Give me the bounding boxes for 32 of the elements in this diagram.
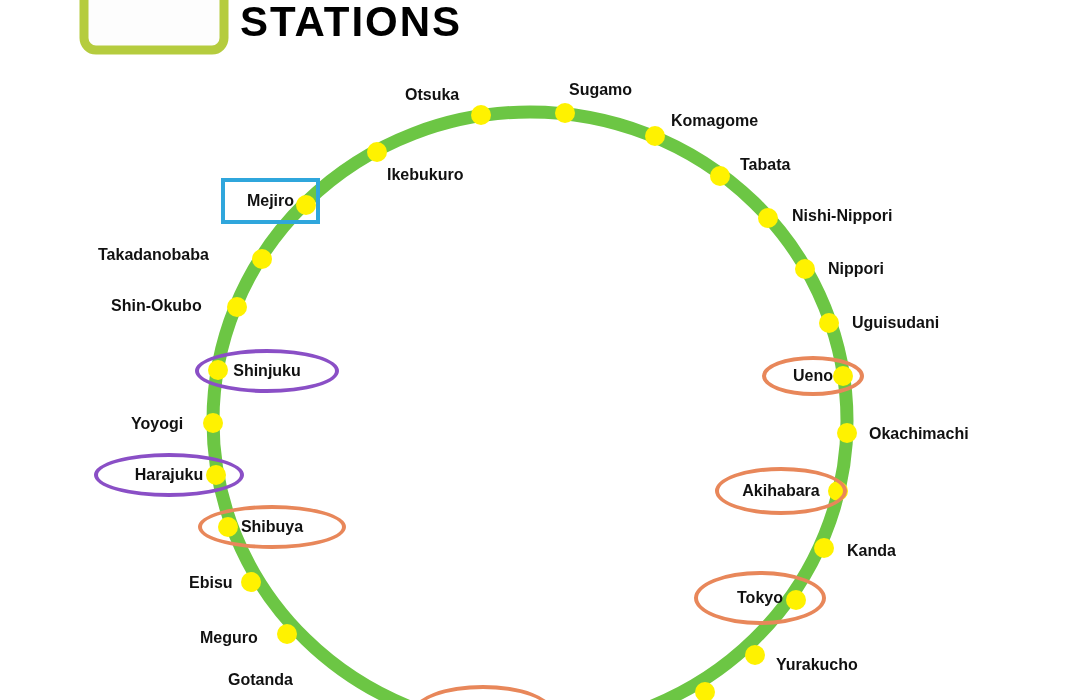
highlight-box xyxy=(221,178,320,224)
station-name: Shibuya xyxy=(240,518,304,536)
station-name: Ikebukuro xyxy=(387,165,464,185)
title: STATIONS xyxy=(240,0,463,46)
highlight-ellipse xyxy=(198,505,346,549)
highlight-ellipse xyxy=(715,467,847,515)
station-name: Ebisu xyxy=(189,573,233,593)
station-name: Takadanobaba xyxy=(98,245,209,265)
station-name: Mejiro xyxy=(246,192,295,210)
station-name: Tokyo xyxy=(737,589,783,607)
station-name: Okachimachi xyxy=(869,424,969,444)
station-name: Harajuku xyxy=(134,466,204,484)
station-name: Kanda xyxy=(847,541,896,561)
station-name: Uguisudani xyxy=(852,313,940,333)
highlight-ellipse xyxy=(694,571,826,625)
station-name: Nippori xyxy=(828,259,884,279)
station-name: Yurakucho xyxy=(776,655,858,675)
station-name: Meguro xyxy=(200,628,258,648)
station-name: Komagome xyxy=(671,111,759,131)
station-name: Shinjuku xyxy=(233,362,301,380)
station-name: Tabata xyxy=(740,155,791,175)
station-name: Sugamo xyxy=(569,80,633,100)
station-name: Gotanda xyxy=(228,670,293,690)
station-name: Akihabara xyxy=(742,482,820,500)
station-name: Nishi-Nippori xyxy=(792,206,893,226)
station-name: Yoyogi xyxy=(131,414,184,434)
station-name: Ueno xyxy=(793,367,833,385)
highlight-ellipse xyxy=(762,356,864,396)
station-name: Shin-Okubo xyxy=(111,296,202,316)
station-name: Otsuka xyxy=(405,85,460,105)
highlight-ellipse xyxy=(94,453,244,497)
highlight-ellipse xyxy=(195,349,339,393)
